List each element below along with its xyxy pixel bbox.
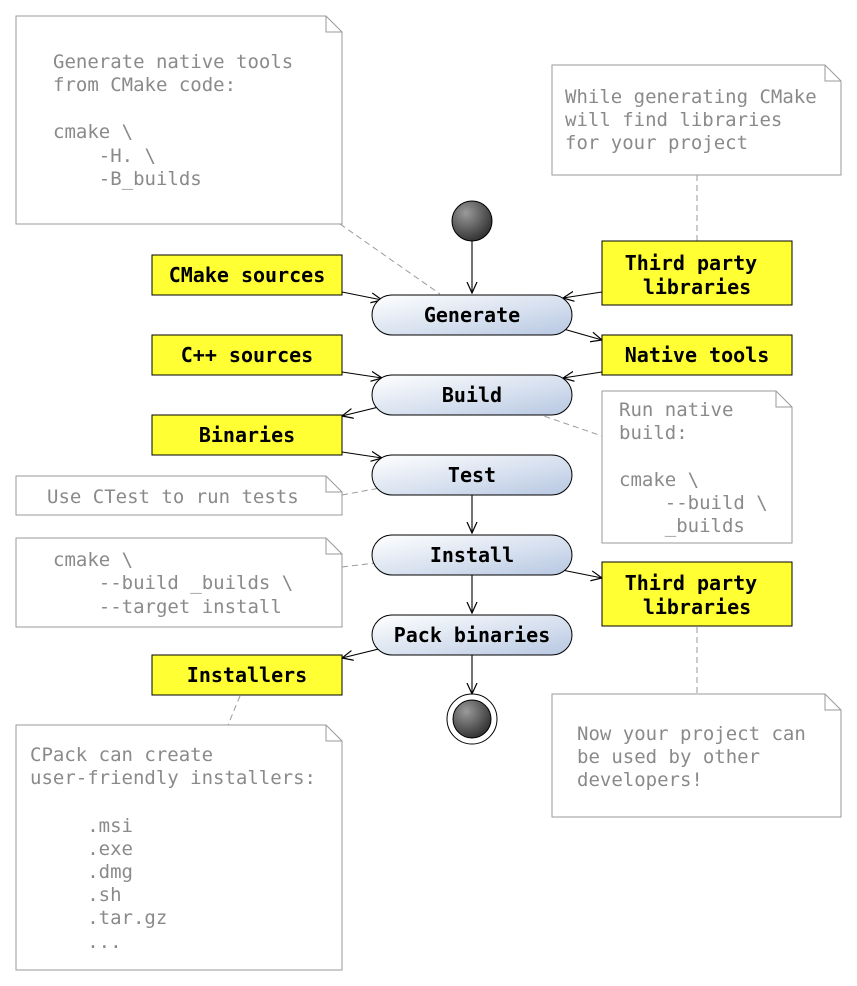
note-used-by-text: Now your project can be used by other de… xyxy=(577,723,817,791)
note-find-libs: While generating CMake will find librari… xyxy=(551,64,842,176)
action-build: Build xyxy=(371,374,573,416)
note-generate: Generate native tools from CMake code: c… xyxy=(15,15,343,225)
action-generate-label: Generate xyxy=(424,303,520,327)
object-cpp-sources-label: C++ sources xyxy=(181,343,313,367)
start-node xyxy=(451,200,493,242)
arrow-generate-to-native-tools xyxy=(559,327,602,340)
arrow-cmake-sources-to-generate xyxy=(341,291,382,300)
note-generate-text: Generate native tools from CMake code: c… xyxy=(53,51,305,190)
note-cpack: CPack can create user-friendly installer… xyxy=(15,724,343,971)
object-third-party-libraries-in-label: Third party libraries xyxy=(625,251,770,299)
object-cmake-sources-label: CMake sources xyxy=(169,263,326,287)
arrow-cpp-sources-to-build xyxy=(341,372,382,378)
connector-run-build-note xyxy=(534,412,603,437)
arrow-binaries-to-test xyxy=(341,452,382,458)
object-cmake-sources: CMake sources xyxy=(151,254,343,296)
action-test-label: Test xyxy=(448,463,496,487)
note-install-text: cmake \ --build _builds \ --target insta… xyxy=(53,549,305,618)
action-generate: Generate xyxy=(371,294,573,336)
arrow-install-to-third-party xyxy=(561,569,602,578)
arrow-native-tools-to-build xyxy=(563,372,603,378)
connector-install-note xyxy=(341,562,376,568)
object-cpp-sources: C++ sources xyxy=(151,334,343,376)
note-cpack-text: CPack can create user-friendly installer… xyxy=(30,744,327,953)
action-pack-binaries: Pack binaries xyxy=(371,614,573,656)
note-ctest: Use CTest to run tests xyxy=(15,475,343,516)
action-test: Test xyxy=(371,454,573,496)
action-install: Install xyxy=(371,534,573,576)
note-run-build-text: Run native build: cmake \ --build \ _bui… xyxy=(619,399,779,537)
object-installers-label: Installers xyxy=(187,663,307,687)
connector-generate-note xyxy=(339,223,441,295)
note-ctest-text: Use CTest to run tests xyxy=(47,486,299,508)
action-build-label: Build xyxy=(442,383,502,407)
object-third-party-libraries-in: Third party libraries xyxy=(601,240,793,306)
note-find-libs-text: While generating CMake will find librari… xyxy=(565,86,828,154)
object-third-party-libraries-out-label: Third party libraries xyxy=(625,571,770,619)
object-third-party-libraries-out: Third party libraries xyxy=(601,561,793,627)
object-native-tools: Native tools xyxy=(601,334,793,376)
note-connectors xyxy=(227,175,698,726)
arrow-third-party-to-generate xyxy=(563,292,603,298)
object-binaries-label: Binaries xyxy=(199,423,295,447)
note-used-by: Now your project can be used by other de… xyxy=(551,693,842,818)
note-install: cmake \ --build _builds \ --target insta… xyxy=(15,537,343,628)
connector-cpack-note xyxy=(227,695,241,726)
action-install-label: Install xyxy=(430,543,514,567)
object-installers: Installers xyxy=(151,654,343,696)
action-pack-binaries-label: Pack binaries xyxy=(394,623,551,647)
note-run-build: Run native build: cmake \ --build \ _bui… xyxy=(601,390,793,544)
object-binaries: Binaries xyxy=(151,414,343,456)
connector-ctest-note xyxy=(341,487,381,496)
end-node xyxy=(446,693,498,745)
object-native-tools-label: Native tools xyxy=(625,343,770,367)
arrow-pack-to-installers xyxy=(342,647,384,658)
